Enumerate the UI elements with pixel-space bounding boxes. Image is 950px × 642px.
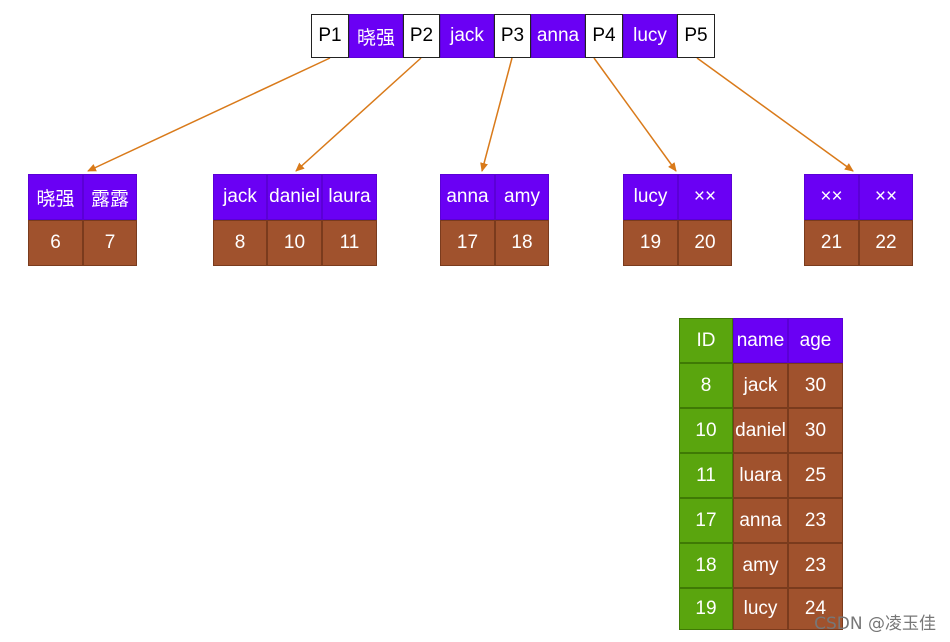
root-cell-p1: P1 <box>311 14 349 58</box>
leaf-2-key-3: laura <box>322 174 377 220</box>
leaf-3-value-1: 17 <box>440 220 495 266</box>
root-cell-key-4: lucy <box>623 14 677 58</box>
arrow-p5-to-leaf-5 <box>696 57 854 172</box>
table-row-5-age: 23 <box>788 543 843 588</box>
leaf-3-value-2: 18 <box>495 220 549 266</box>
arrow-p2-to-leaf-2 <box>295 57 422 172</box>
leaf-4-key-2: ×× <box>678 174 732 220</box>
arrow-p3-to-leaf-3 <box>480 57 513 172</box>
leaf-4-value-2: 20 <box>678 220 732 266</box>
leaf-5-value-2: 22 <box>859 220 913 266</box>
leaf-3-key-1: anna <box>440 174 495 220</box>
table-row-4-age: 23 <box>788 498 843 543</box>
table-header-name: name <box>733 318 788 363</box>
table-header-id: ID <box>679 318 733 363</box>
csdn-watermark: CSDN @凌玉佳 <box>814 614 936 634</box>
leaf-2-key-2: daniel <box>267 174 322 220</box>
root-cell-p3: P3 <box>494 14 531 58</box>
table-row-1-age: 30 <box>788 363 843 408</box>
table-row-3-id: 11 <box>679 453 733 498</box>
leaf-2-value-2: 10 <box>267 220 322 266</box>
root-cell-key-2: jack <box>440 14 494 58</box>
leaf-1-key-1: 晓强 <box>28 174 83 220</box>
root-cell-key-3: anna <box>531 14 585 58</box>
leaf-2-value-1: 8 <box>213 220 267 266</box>
table-row-4-id: 17 <box>679 498 733 543</box>
leaf-1-key-2: 露露 <box>83 174 137 220</box>
leaf-4-key-1: lucy <box>623 174 678 220</box>
arrow-p4-to-leaf-4 <box>593 57 677 172</box>
table-row-3-age: 25 <box>788 453 843 498</box>
leaf-1-value-2: 7 <box>83 220 137 266</box>
leaf-2-key-1: jack <box>213 174 267 220</box>
arrow-p1-to-leaf-1 <box>87 57 331 172</box>
table-row-1-name: jack <box>733 363 788 408</box>
root-cell-p5: P5 <box>677 14 715 58</box>
table-row-6-name: lucy <box>733 588 788 630</box>
table-row-6-id: 19 <box>679 588 733 630</box>
table-row-2-age: 30 <box>788 408 843 453</box>
leaf-5-value-1: 21 <box>804 220 859 266</box>
table-row-4-name: anna <box>733 498 788 543</box>
root-cell-p2: P2 <box>403 14 440 58</box>
table-row-6-age: 24 <box>788 588 843 630</box>
table-row-1-id: 8 <box>679 363 733 408</box>
table-header-age: age <box>788 318 843 363</box>
table-row-5-id: 18 <box>679 543 733 588</box>
table-row-2-name: daniel <box>733 408 788 453</box>
leaf-1-value-1: 6 <box>28 220 83 266</box>
leaf-5-key-2: ×× <box>859 174 913 220</box>
leaf-4-value-1: 19 <box>623 220 678 266</box>
root-cell-p4: P4 <box>585 14 623 58</box>
table-row-2-id: 10 <box>679 408 733 453</box>
root-cell-key-1: 晓强 <box>349 14 403 58</box>
table-row-5-name: amy <box>733 543 788 588</box>
leaf-5-key-1: ×× <box>804 174 859 220</box>
leaf-3-key-2: amy <box>495 174 549 220</box>
leaf-2-value-3: 11 <box>322 220 377 266</box>
table-row-3-name: luara <box>733 453 788 498</box>
